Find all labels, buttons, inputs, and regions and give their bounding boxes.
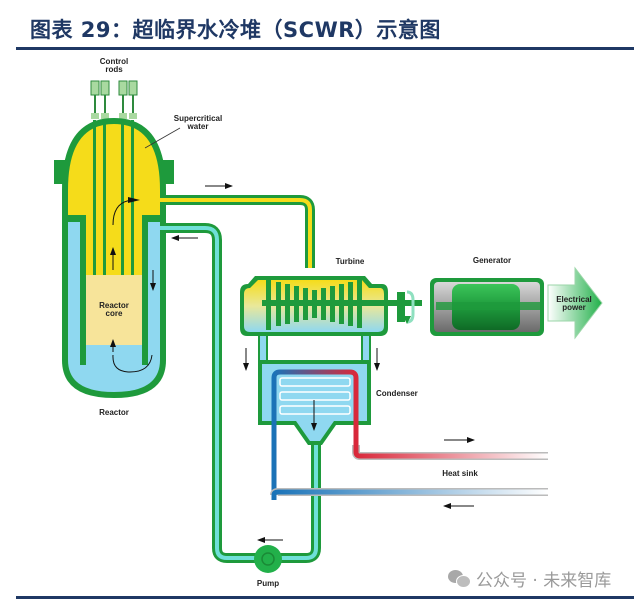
watermark-text: 公众号 · 未来智库: [476, 571, 612, 591]
steam-line: [160, 183, 315, 268]
control-rod-drive: [90, 80, 138, 119]
reactor-core: [86, 275, 142, 345]
label-electrical-power-1: Electrical: [556, 295, 592, 304]
turbine: [240, 276, 422, 336]
electrical-power-arrow: [547, 266, 603, 340]
label-electrical-power-2: power: [562, 303, 586, 312]
reactor-vessel: [54, 118, 181, 398]
label-reactor-core-1: Reactor: [99, 301, 129, 310]
label-reactor: Reactor: [99, 408, 129, 417]
label-control-rods-1: Control: [100, 57, 128, 66]
label-pump: Pump: [257, 579, 279, 588]
label-condenser: Condenser: [376, 389, 418, 398]
label-supercritical-water-1: Supercritical: [174, 114, 222, 123]
label-control-rods-2: rods: [105, 65, 123, 74]
label-heat-sink: Heat sink: [442, 469, 478, 478]
wechat-icon: [448, 569, 471, 588]
condensate-line: [257, 445, 321, 563]
condenser: [258, 360, 371, 500]
title-divider: [16, 47, 634, 50]
control-rods: [90, 80, 138, 119]
figure-title: 图表 29：超临界水冷堆（SCWR）示意图: [30, 18, 441, 42]
bottom-divider: [16, 596, 634, 599]
feedwater-line: [160, 223, 258, 563]
label-reactor-core-2: core: [106, 309, 123, 318]
label-turbine: Turbine: [336, 257, 365, 266]
label-supercritical-water-2: water: [187, 122, 209, 131]
generator: [430, 278, 544, 336]
pump: [254, 545, 282, 573]
turbine-exhaust: [243, 336, 380, 371]
label-generator: Generator: [473, 256, 511, 265]
watermark: 公众号 · 未来智库: [448, 566, 611, 591]
heat-sink-lines: [270, 437, 548, 509]
